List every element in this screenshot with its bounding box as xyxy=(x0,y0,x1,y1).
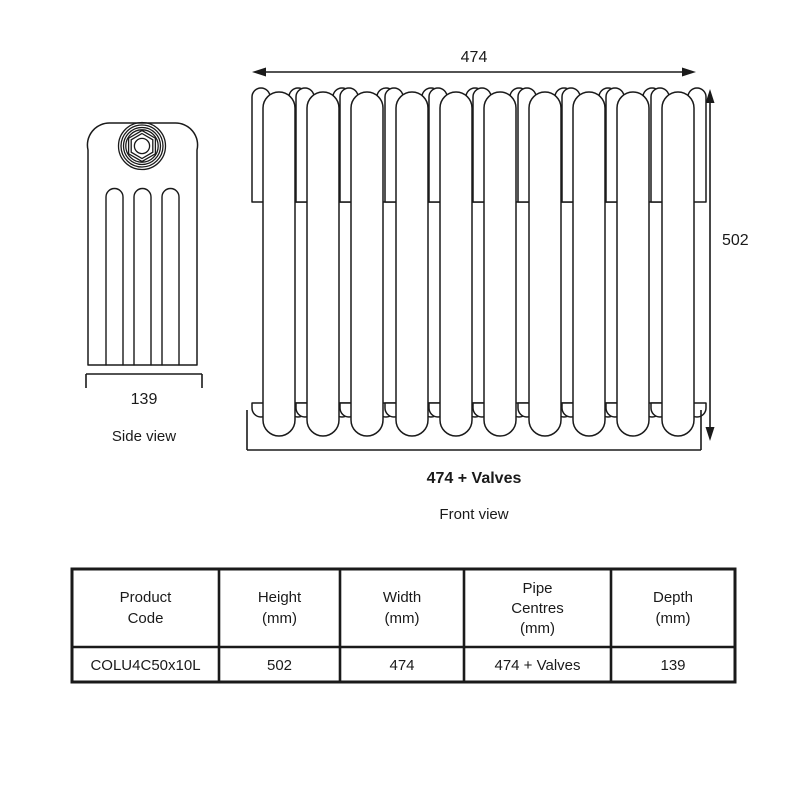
header-line: (mm) xyxy=(520,620,555,637)
cell-product-code: COLU4C50x10L xyxy=(90,657,200,674)
front-view-front-columns xyxy=(262,91,695,437)
front-view-column xyxy=(350,91,384,437)
cell-height: 502 xyxy=(267,657,292,674)
front-view-column xyxy=(262,91,296,437)
header-line: Pipe xyxy=(522,580,552,597)
front-view-label: Front view xyxy=(439,506,508,523)
front-view-column xyxy=(661,91,695,437)
side-view-slot-2 xyxy=(133,187,152,366)
side-view-depth-value: 139 xyxy=(131,391,158,408)
front-view-pipe-centres-dimension: 474 + Valves xyxy=(246,410,702,487)
front-view-column xyxy=(306,91,340,437)
side-view-group: 139 Side view xyxy=(85,121,203,445)
header-line: (mm) xyxy=(656,610,691,627)
header-line: Width xyxy=(383,589,421,606)
spec-table: Product Code Height (mm) Width (mm) Pipe… xyxy=(70,567,737,684)
front-view-column xyxy=(528,91,562,437)
table-header-cell: Pipe Centres (mm) xyxy=(511,580,564,637)
front-view-height-dimension: 502 xyxy=(705,89,749,441)
header-line: Depth xyxy=(653,589,693,606)
table-row: COLU4C50x10L 502 474 474 + Valves 139 xyxy=(90,657,685,674)
cell-depth: 139 xyxy=(660,657,685,674)
front-view-width-value: 474 xyxy=(461,49,488,66)
header-line: Product xyxy=(120,589,173,606)
front-view-column xyxy=(439,91,473,437)
side-view-body xyxy=(86,122,199,366)
header-line: Centres xyxy=(511,600,564,617)
table-header-cell: Width (mm) xyxy=(383,589,421,627)
table-header-cell: Height (mm) xyxy=(258,589,302,627)
side-view-depth-dimension: 139 xyxy=(85,373,203,408)
front-view-column xyxy=(483,91,517,437)
side-view-slots xyxy=(105,187,180,366)
side-view-hex-nut-icon xyxy=(117,121,167,171)
side-view-slot-1 xyxy=(105,187,124,366)
front-view-width-dimension: 474 xyxy=(252,49,696,77)
cell-pipe-centres: 474 + Valves xyxy=(494,657,580,674)
header-line: (mm) xyxy=(385,610,420,627)
side-view-label: Side view xyxy=(112,428,176,445)
header-line: Code xyxy=(128,610,164,627)
table-header-cell: Depth (mm) xyxy=(653,589,693,627)
header-line: Height xyxy=(258,589,302,606)
front-view-height-value: 502 xyxy=(722,232,749,249)
header-line: (mm) xyxy=(262,610,297,627)
front-view-pipe-centres-value: 474 + Valves xyxy=(427,470,522,487)
table-header-cell: Product Code xyxy=(120,589,173,627)
front-view-column xyxy=(616,91,650,437)
front-view-group: 474 502 474 + Valves Front view xyxy=(246,49,749,523)
front-view-column xyxy=(572,91,606,437)
front-view-column xyxy=(395,91,429,437)
cell-width: 474 xyxy=(389,657,414,674)
side-view-slot-3 xyxy=(161,187,180,366)
